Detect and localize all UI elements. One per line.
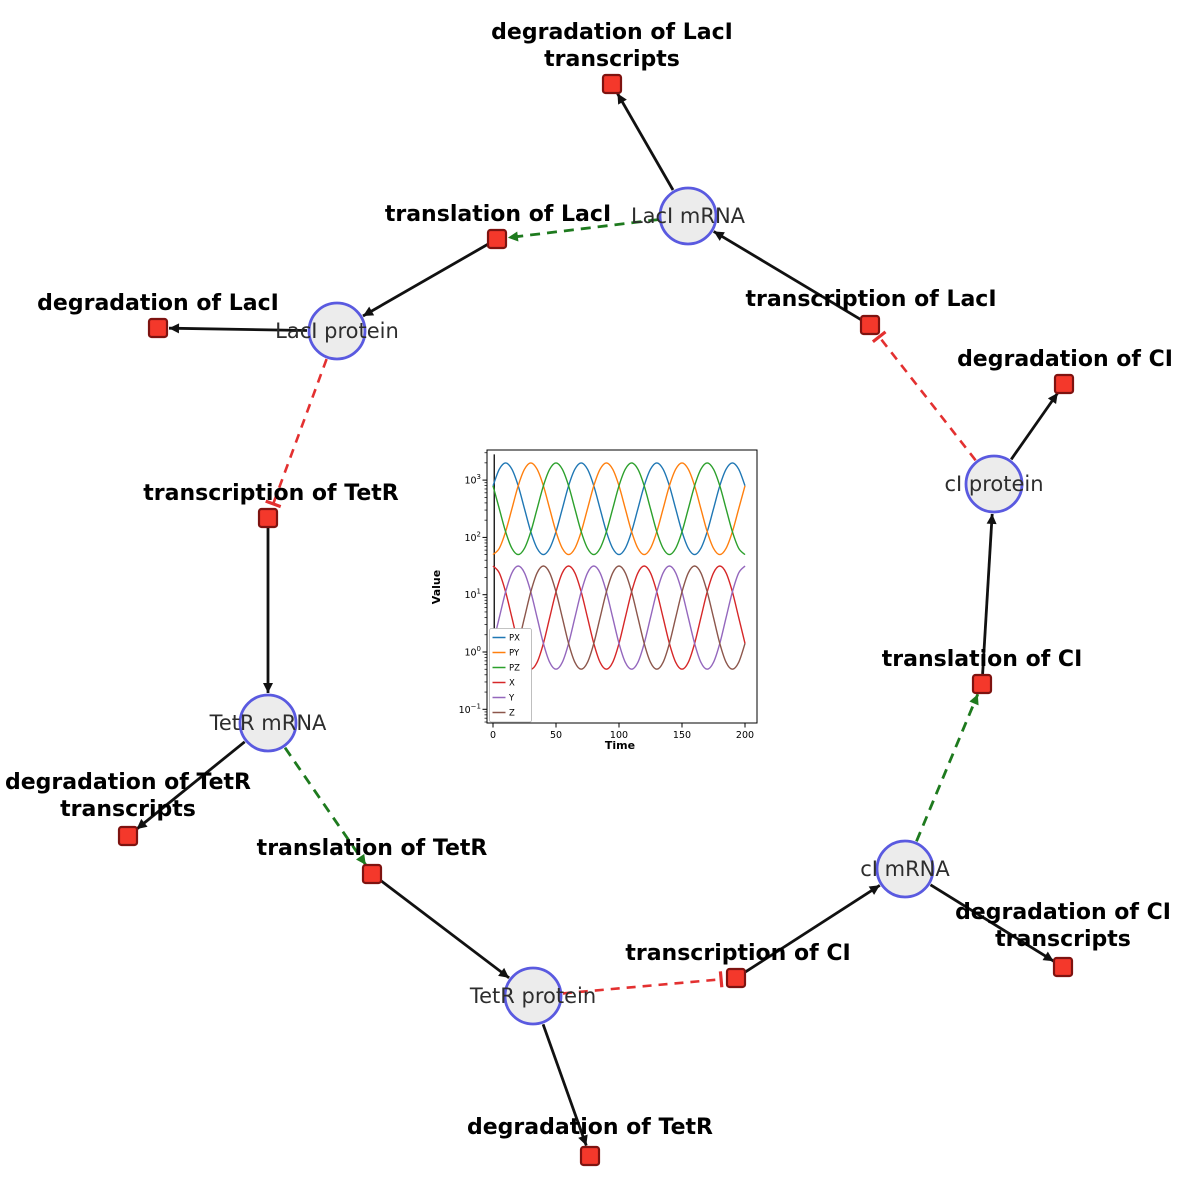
- edge-laci-protein-to-transcription-tetr: [265, 358, 328, 509]
- reaction-label-deg-ci: degradation of CI: [957, 347, 1173, 372]
- reaction-label-translation-ci: translation of CI: [882, 647, 1083, 672]
- x-tick-label: 200: [736, 730, 754, 741]
- series-line-Y: [492, 565, 746, 670]
- reaction-label-deg-ci-transcripts: degradation of CI: [955, 900, 1171, 925]
- legend-label-PX: PX: [509, 634, 520, 644]
- species-label-tetr-protein: TetR protein: [469, 984, 596, 1008]
- reaction-label-transcription-tetr: transcription of TetR: [143, 481, 399, 506]
- reaction-node-deg-tetr-transcripts: [117, 825, 139, 847]
- edge-laci-mrna-to-deg-laci-transcripts: [616, 92, 675, 191]
- y-tick-label: 100: [464, 645, 481, 659]
- x-tick-label: 50: [550, 730, 562, 741]
- nodes-layer: [117, 73, 1075, 1167]
- edge-translation-laci-to-laci-protein: [362, 242, 489, 318]
- species-node-tetr-protein: [503, 966, 563, 1026]
- series-line-Z: [492, 565, 746, 670]
- reaction-label-deg-laci-transcripts: transcripts: [544, 47, 680, 72]
- species-label-ci-protein: cI protein: [944, 472, 1043, 496]
- reaction-node-transcription-tetr: [257, 507, 279, 529]
- reaction-label-deg-laci: degradation of LacI: [37, 291, 279, 316]
- edges-layer: [135, 92, 1059, 1147]
- series-line-PX: [492, 462, 746, 556]
- species-label-ci-mrna: cI mRNA: [860, 857, 950, 881]
- reaction-node-deg-laci-transcripts: [601, 73, 623, 95]
- reaction-label-deg-tetr: degradation of TetR: [467, 1115, 713, 1140]
- edge-tetr-protein-to-deg-tetr: [541, 1023, 588, 1147]
- legend: PX PY PZ XYZ: [489, 628, 532, 723]
- edge-ci-protein-to-transcription-laci: [871, 330, 977, 462]
- edge-ci-mrna-to-deg-ci-transcripts: [929, 883, 1055, 963]
- x-tick-label: 0: [490, 730, 496, 741]
- plot-frame: [486, 449, 758, 724]
- edge-tetr-mrna-to-translation-tetr: [283, 746, 367, 866]
- reaction-node-transcription-laci: [859, 314, 881, 336]
- reaction-label-deg-ci-transcripts: transcripts: [995, 927, 1131, 952]
- y-tick-label: 102: [464, 530, 481, 544]
- series-line-PY: [492, 462, 746, 556]
- legend-label-PZ: PZ: [509, 664, 520, 674]
- edge-transcription-ci-to-ci-mrna: [743, 884, 881, 974]
- legend-label-PY: PY: [509, 649, 520, 659]
- x-axis-label: Time: [605, 739, 635, 752]
- edge-tetr-protein-to-transcription-ci: [562, 971, 724, 995]
- edge-laci-mrna-to-translation-laci: [507, 218, 659, 242]
- species-node-laci-protein: [307, 301, 367, 361]
- legend-label-Z: Z: [509, 709, 515, 719]
- edge-laci-protein-to-deg-laci: [168, 323, 308, 334]
- reaction-label-translation-laci: translation of LacI: [385, 202, 611, 227]
- reaction-node-deg-laci: [147, 317, 169, 339]
- species-label-laci-mrna: LacI mRNA: [631, 204, 746, 228]
- reaction-label-deg-laci-transcripts: degradation of LacI: [491, 20, 733, 45]
- edge-translation-ci-to-ci-protein: [981, 513, 997, 675]
- species-node-laci-mrna: [658, 186, 718, 246]
- x-tick-label: 100: [610, 730, 628, 741]
- edge-tetr-mrna-to-deg-tetr-transcripts: [135, 740, 246, 831]
- edge-ci-mrna-to-translation-ci: [915, 693, 980, 842]
- legend-label-Y: Y: [508, 694, 515, 704]
- reaction-node-transcription-ci: [725, 967, 747, 989]
- species-node-ci-protein: [964, 454, 1024, 514]
- y-tick-label: 101: [464, 588, 481, 602]
- edge-ci-protein-to-deg-ci: [1010, 392, 1059, 461]
- reaction-node-translation-ci: [971, 673, 993, 695]
- species-node-tetr-mrna: [238, 693, 298, 753]
- species-node-ci-mrna: [875, 839, 935, 899]
- edge-translation-tetr-to-tetr-protein: [379, 878, 510, 980]
- species-label-tetr-mrna: TetR mRNA: [209, 711, 327, 735]
- reaction-node-deg-ci: [1053, 373, 1075, 395]
- reaction-label-transcription-laci: transcription of LacI: [745, 287, 996, 312]
- legend-label-X: X: [509, 679, 515, 689]
- reaction-label-deg-tetr-transcripts: degradation of TetR: [5, 770, 251, 795]
- reaction-node-translation-tetr: [361, 863, 383, 885]
- reaction-node-deg-tetr: [579, 1145, 601, 1167]
- series-line-PZ: [492, 462, 746, 556]
- species-label-laci-protein: LacI protein: [275, 319, 399, 343]
- y-tick-label: 10−1: [459, 702, 481, 716]
- y-axis-label: Value: [430, 570, 443, 604]
- y-tick-label: 103: [464, 473, 481, 487]
- reaction-node-deg-ci-transcripts: [1052, 956, 1074, 978]
- x-tick-label: 150: [673, 730, 691, 741]
- reaction-label-deg-tetr-transcripts: transcripts: [60, 797, 196, 822]
- edge-transcription-laci-to-laci-mrna: [712, 230, 863, 322]
- reaction-label-translation-tetr: translation of TetR: [257, 836, 488, 861]
- reaction-label-transcription-ci: transcription of CI: [625, 941, 850, 966]
- reaction-node-translation-laci: [486, 228, 508, 250]
